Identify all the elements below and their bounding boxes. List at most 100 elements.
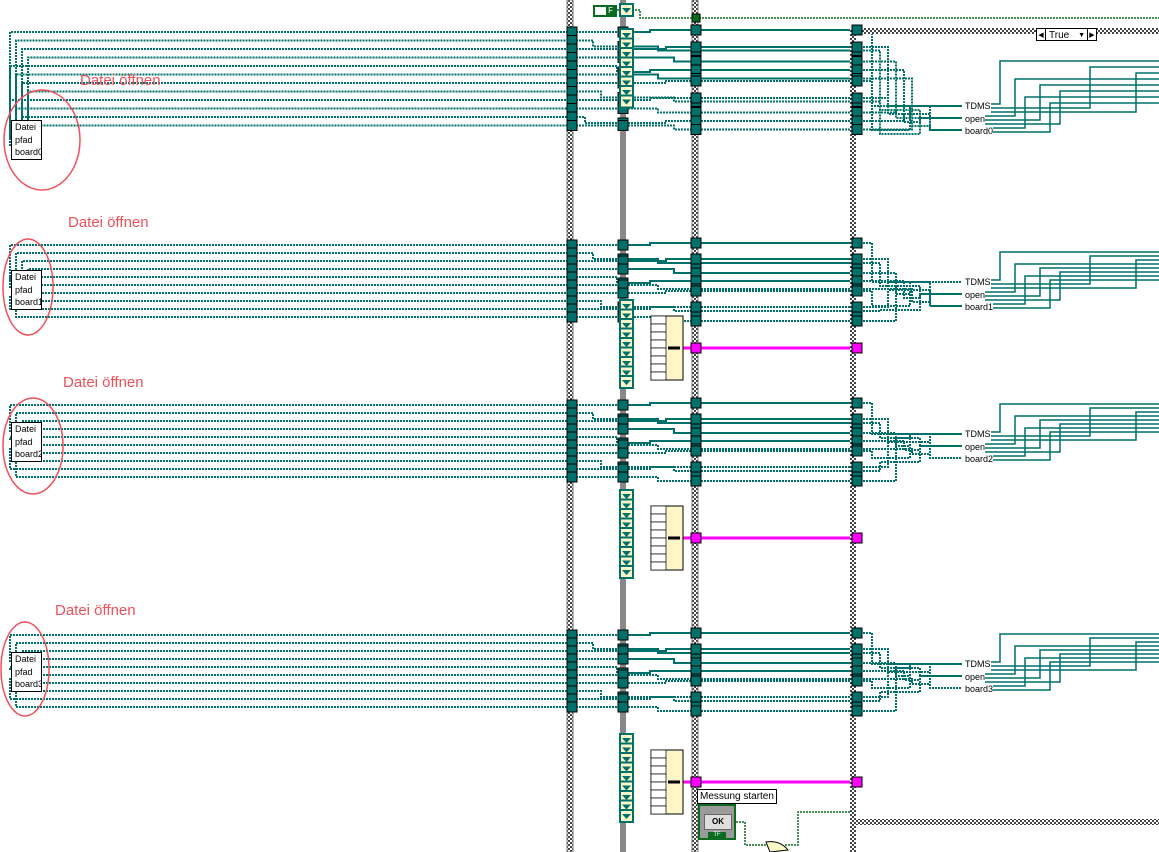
- down-arrow-icon: [622, 522, 631, 528]
- down-arrow-icon: [622, 738, 631, 743]
- wire: [570, 276, 622, 284]
- messung-starten-button[interactable]: OK TF: [698, 804, 736, 840]
- tunnel: [566, 471, 578, 483]
- down-arrow-icon: [622, 8, 631, 13]
- wire: [570, 90, 622, 99]
- button-type: TF: [708, 832, 726, 839]
- wire: [570, 436, 622, 444]
- tunnel: [690, 92, 702, 104]
- tunnel: [851, 461, 863, 473]
- wire: [985, 637, 1159, 667]
- down-arrow-icon: [622, 503, 631, 509]
- wire: [9, 244, 570, 280]
- wire: [9, 436, 570, 440]
- wire: [15, 642, 570, 670]
- down-arrow-icon: [622, 795, 631, 800]
- wire: [857, 97, 962, 131]
- bundle-element: [650, 773, 667, 783]
- bundle-element: [650, 363, 667, 373]
- wire: [857, 117, 962, 131]
- wire: [15, 432, 570, 478]
- wire: [857, 445, 962, 472]
- wire: [857, 675, 962, 702]
- annotation-caption: Datei öffnen: [80, 72, 161, 89]
- bundle-element: [650, 545, 667, 555]
- down-arrow-icon: [622, 361, 631, 366]
- tunnel: [690, 643, 702, 655]
- boolean-constant[interactable]: F: [593, 5, 617, 17]
- cluster-element: Datei: [15, 424, 37, 434]
- wire: [27, 56, 570, 130]
- decrement-arrow-icon[interactable]: ◀: [1037, 29, 1046, 40]
- tunnel: [690, 41, 702, 53]
- wire: [857, 663, 962, 712]
- down-arrow-icon: [622, 90, 631, 95]
- tunnel: [851, 237, 863, 249]
- bundle-element: [650, 757, 667, 767]
- tunnel: [690, 461, 702, 473]
- wire: [622, 280, 695, 284]
- tunnel: [690, 342, 702, 354]
- increment-arrow-icon[interactable]: ▶: [1087, 29, 1096, 40]
- down-arrow-icon: [622, 33, 631, 38]
- tunnel: [690, 75, 702, 87]
- tunnel: [851, 92, 863, 104]
- wire: [622, 290, 695, 294]
- bundle-element: [650, 371, 667, 381]
- bundle-element: [650, 347, 667, 357]
- wire: [15, 284, 570, 296]
- wire: [570, 116, 622, 124]
- wire: [570, 412, 622, 420]
- wire: [27, 428, 570, 432]
- wire: [622, 696, 695, 700]
- bundle-element: [650, 789, 667, 799]
- wire: [622, 648, 695, 652]
- wire: [985, 255, 1159, 285]
- cluster-element: pfad: [15, 284, 33, 295]
- down-arrow-icon: [622, 776, 631, 781]
- wire: [570, 252, 622, 260]
- down-arrow-icon: [622, 370, 631, 376]
- wire: [21, 662, 570, 684]
- tunnel: [851, 475, 863, 487]
- tunnel: [851, 675, 863, 687]
- wire: [27, 440, 570, 462]
- bundle-element: [650, 553, 667, 563]
- wire: [622, 476, 695, 482]
- wire: [9, 634, 570, 662]
- down-arrow-icon: [622, 313, 631, 319]
- wire: [622, 69, 695, 73]
- tunnel: [851, 342, 863, 354]
- bundle-element: [650, 355, 667, 365]
- bundle-element: [650, 797, 667, 807]
- bundle-element: [650, 537, 667, 547]
- tunnel: [690, 445, 702, 457]
- bundle-element: [650, 315, 667, 325]
- button-label: Messung starten: [697, 789, 777, 804]
- tunnel: [690, 24, 702, 36]
- dropdown-icon[interactable]: ▼: [1078, 32, 1085, 39]
- wire: [622, 96, 695, 103]
- wire: [985, 96, 1159, 129]
- tunnel: [851, 532, 863, 544]
- case-selector[interactable]: ◀ True ▼ ▶: [1036, 28, 1097, 41]
- bundle-element: [650, 561, 667, 571]
- wire: [622, 674, 695, 680]
- annotation-caption: Datei öffnen: [55, 602, 136, 619]
- wire: [27, 658, 570, 662]
- down-arrow-icon: [622, 532, 631, 537]
- wire: [622, 56, 695, 63]
- tunnel: [690, 413, 702, 425]
- or-function-node: [765, 841, 789, 852]
- tunnel: [690, 475, 702, 487]
- bundle-element: [650, 513, 667, 523]
- tunnel: [617, 629, 629, 641]
- tunnel: [851, 413, 863, 425]
- cluster-element: board2: [15, 449, 41, 459]
- bundle-element: [650, 339, 667, 349]
- wire: [15, 39, 570, 138]
